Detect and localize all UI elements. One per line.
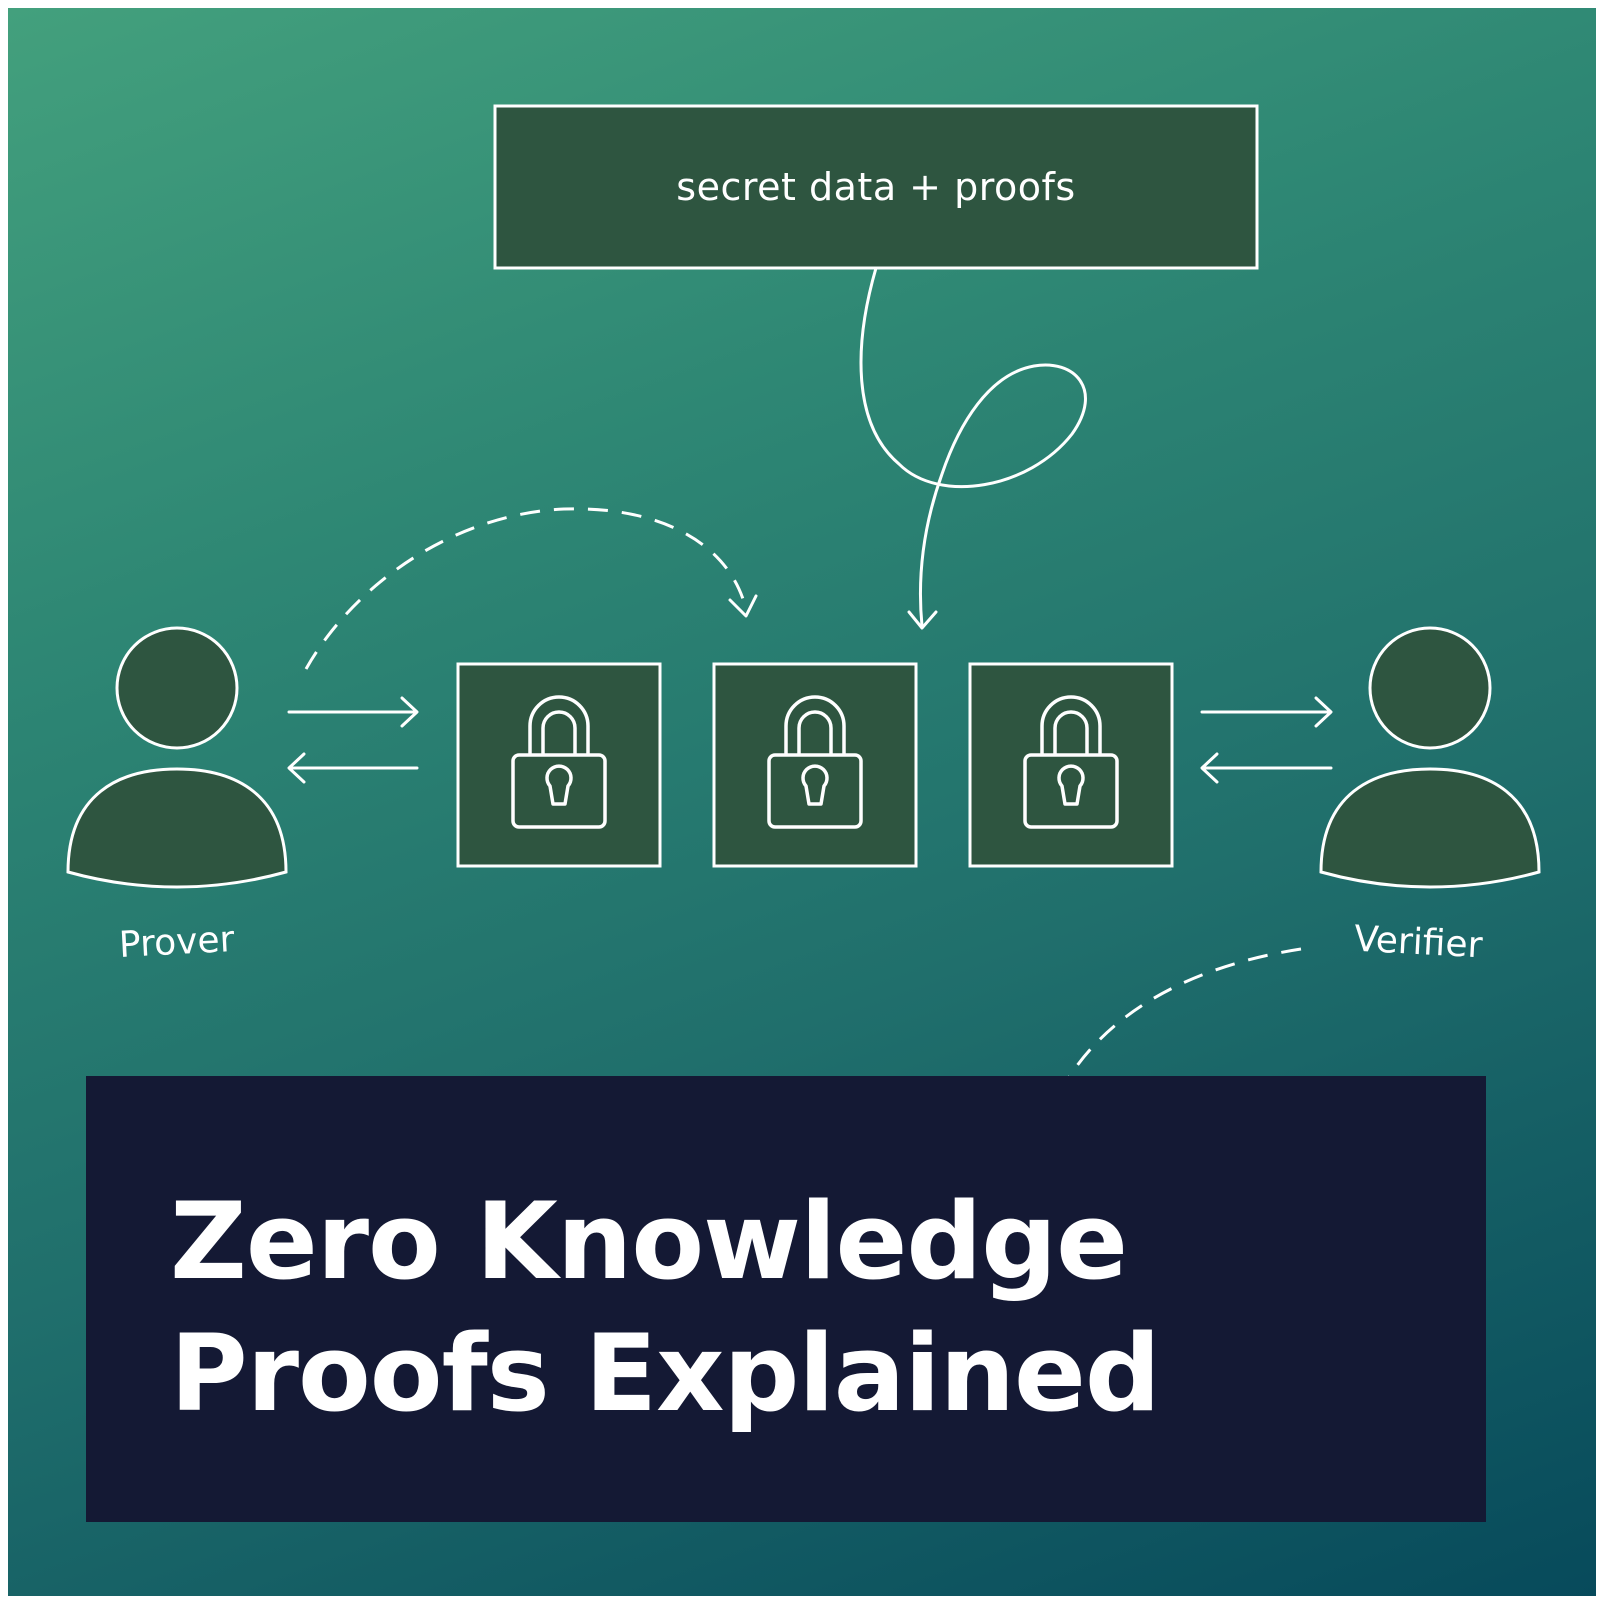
prover-label: Prover [118, 919, 236, 966]
loop-curve [859, 266, 1087, 628]
verifier-person-icon [1319, 626, 1541, 889]
arrow-right-icon [287, 696, 419, 728]
dashed-arc-top [304, 507, 746, 670]
arrow-right-icon [1200, 696, 1333, 728]
loop-arrowhead [907, 610, 938, 630]
zkp-diagram [66, 104, 1541, 1083]
title-line-2: Proofs Explained [170, 1312, 1161, 1435]
secret-data-label: secret data + proofs [676, 165, 1076, 209]
verifier-arrows [1200, 696, 1333, 784]
lock-box-3 [968, 662, 1174, 868]
arrow-left-icon [287, 752, 419, 784]
secret-data-box [493, 104, 1259, 270]
prover-arrows [287, 696, 419, 784]
title-line-1: Zero Knowledge [170, 1180, 1128, 1303]
arrow-left-icon [1200, 752, 1333, 784]
page-title: Zero Knowledge Proofs Explained [170, 1176, 1161, 1440]
dashed-arc-arrowhead [728, 594, 758, 618]
dashed-arc-bottom [1064, 947, 1302, 1083]
lock-box-1 [456, 662, 662, 868]
title-panel: Zero Knowledge Proofs Explained [86, 1076, 1486, 1522]
lock-box-2 [712, 662, 918, 868]
prover-person-icon [66, 626, 288, 889]
verifier-label: Verifier [1353, 918, 1484, 967]
